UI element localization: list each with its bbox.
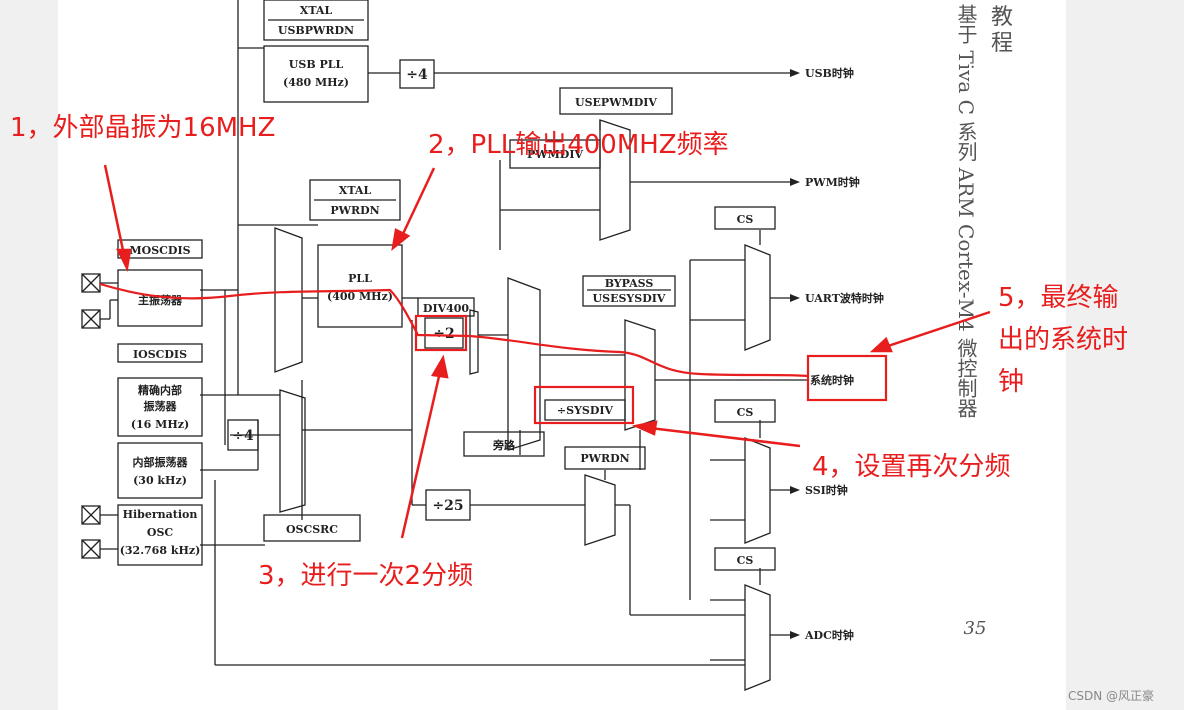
annotation-1: 1，外部晶振为16MHZ [10, 113, 275, 143]
hibernation-osc-freq: (32.768 kHz) [120, 544, 201, 557]
moscdis-label: MOSCDIS [129, 244, 190, 257]
usb-clock-output: USB时钟 [805, 66, 854, 80]
annotation-4: 4，设置再次分频 [812, 452, 1011, 482]
usbpwrdn-label: USBPWRDN [278, 24, 354, 37]
signal-path-highlight [99, 282, 809, 378]
div2-highlight-box [414, 314, 468, 352]
internal-osc-label: 内部振荡器 [133, 455, 189, 469]
cs-label-adc: CS [737, 554, 754, 567]
usb-pll-freq: (480 MHz) [283, 76, 349, 89]
annotation-2: 2，PLL输出400MHZ频率 [428, 130, 729, 160]
page-number: 35 [964, 618, 987, 639]
bypass-label: BYPASS [605, 277, 654, 290]
pll-freq: (400 MHz) [327, 290, 393, 303]
sysdiv-label: ÷SYSDIV [557, 404, 614, 417]
watermark: CSDN @风正豪 [1068, 688, 1154, 703]
usepwmdiv-label: USEPWMDIV [575, 96, 657, 109]
cs-label-ssi: CS [737, 406, 754, 419]
cs-label-uart: CS [737, 213, 754, 226]
pwrdn-label: PWRDN [580, 452, 629, 465]
bypass-path-label: 旁路 [492, 438, 516, 452]
main-oscillator-label: 主振荡器 [138, 293, 183, 307]
system-clock-highlight-box [806, 354, 888, 402]
internal-osc-freq: (30 kHz) [133, 474, 187, 487]
oscsrc-label: OSCSRC [286, 523, 338, 536]
annotation-3: 3，进行一次2分频 [258, 561, 473, 591]
annotation-5-line-2: 出的系统时 [998, 325, 1128, 355]
piosc-freq: (16 MHz) [131, 418, 189, 431]
xtal-label-pll: XTAL [339, 184, 372, 197]
div2-label: ÷2 [433, 326, 454, 342]
ioscdis-label: IOSCDIS [133, 348, 187, 361]
book-side-text-2: 基于 Tiva C 系列 ARM Cortex-M4 微控制器 [954, 4, 978, 418]
usesysdiv-label: USESYSDIV [593, 292, 666, 305]
hibernation-osc-label-1: Hibernation [123, 508, 198, 521]
div400-label: DIV400 [423, 302, 470, 315]
div25-label: ÷25 [432, 498, 463, 514]
pll-label: PLL [348, 272, 372, 285]
pwm-clock-output: PWM时钟 [805, 175, 860, 189]
adc-clock-output: ADC时钟 [804, 628, 854, 642]
system-clock-output: 系统时钟 [810, 373, 854, 387]
sysdiv-highlight-box [533, 385, 635, 425]
uart-clock-output: UART波特时钟 [805, 291, 884, 305]
book-side-text-1a: 教 [991, 5, 1013, 30]
ssi-clock-output: SSI时钟 [805, 483, 848, 497]
usb-pll-label: USB PLL [289, 58, 344, 71]
piosc-label-1: 精确内部 [138, 383, 182, 397]
annotation-5-line-3: 钟 [998, 367, 1024, 397]
piosc-label-2: 振荡器 [144, 399, 178, 413]
xtal-label-usb: XTAL [300, 4, 333, 17]
piosc-div4-label: ÷4 [232, 428, 254, 444]
annotation-5-line-1: 5，最终输 [998, 283, 1119, 313]
pwrdn-label-pll: PWRDN [330, 204, 379, 217]
usb-div4-label: ÷4 [406, 67, 428, 83]
hibernation-osc-label-2: OSC [147, 526, 174, 539]
book-side-text-1b: 程 [991, 31, 1013, 56]
pwmdiv-label: PWMDIV [527, 148, 583, 161]
